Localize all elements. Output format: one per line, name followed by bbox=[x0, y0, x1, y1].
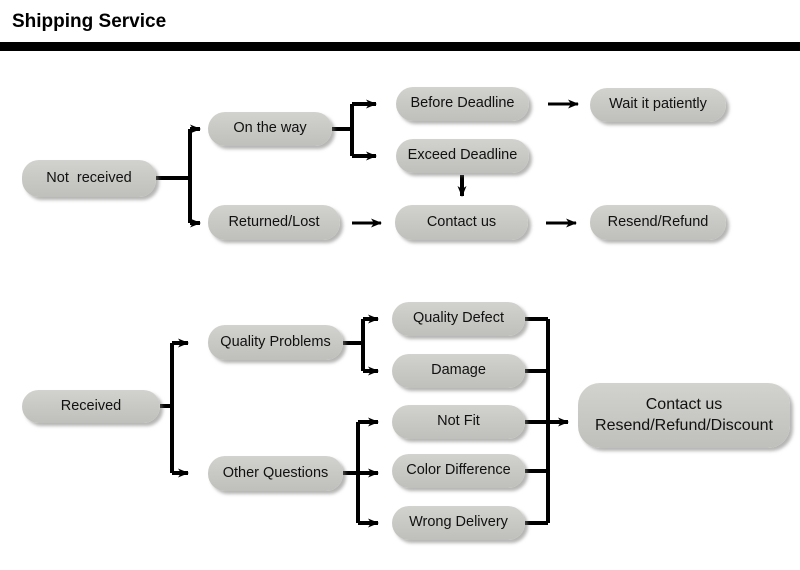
node-contact-us-top[interactable]: Contact us bbox=[395, 205, 528, 240]
edge-received-split bbox=[160, 338, 189, 478]
node-contact-us-resend-refund-discount[interactable]: Contact us Resend/Refund/Discount bbox=[578, 383, 790, 448]
node-returned-lost[interactable]: Returned/Lost bbox=[208, 205, 340, 240]
node-other-questions[interactable]: Other Questions bbox=[208, 456, 343, 491]
node-wrong-delivery[interactable]: Wrong Delivery bbox=[392, 506, 525, 540]
node-color-difference[interactable]: Color Difference bbox=[392, 454, 525, 488]
edge-on-the-way-split bbox=[332, 99, 377, 161]
node-not-received[interactable]: Not received bbox=[22, 160, 156, 197]
edge-quality-problems-split bbox=[343, 314, 379, 376]
edge-not-received-split bbox=[156, 124, 201, 228]
node-received[interactable]: Received bbox=[22, 390, 160, 423]
node-before-deadline[interactable]: Before Deadline bbox=[396, 87, 529, 121]
edge-leaves-merge-bus bbox=[525, 317, 569, 525]
node-quality-defect[interactable]: Quality Defect bbox=[392, 302, 525, 336]
title-divider-rule bbox=[0, 42, 800, 51]
edge-other-questions-split bbox=[343, 417, 379, 528]
node-wait-it-patiently[interactable]: Wait it patiently bbox=[590, 88, 726, 122]
node-quality-problems[interactable]: Quality Problems bbox=[208, 325, 343, 360]
node-resend-refund[interactable]: Resend/Refund bbox=[590, 205, 726, 240]
node-on-the-way[interactable]: On the way bbox=[208, 112, 332, 146]
page-title: Shipping Service bbox=[12, 11, 167, 32]
node-damage[interactable]: Damage bbox=[392, 354, 525, 388]
node-exceed-deadline[interactable]: Exceed Deadline bbox=[396, 139, 529, 173]
node-not-fit[interactable]: Not Fit bbox=[392, 405, 525, 439]
